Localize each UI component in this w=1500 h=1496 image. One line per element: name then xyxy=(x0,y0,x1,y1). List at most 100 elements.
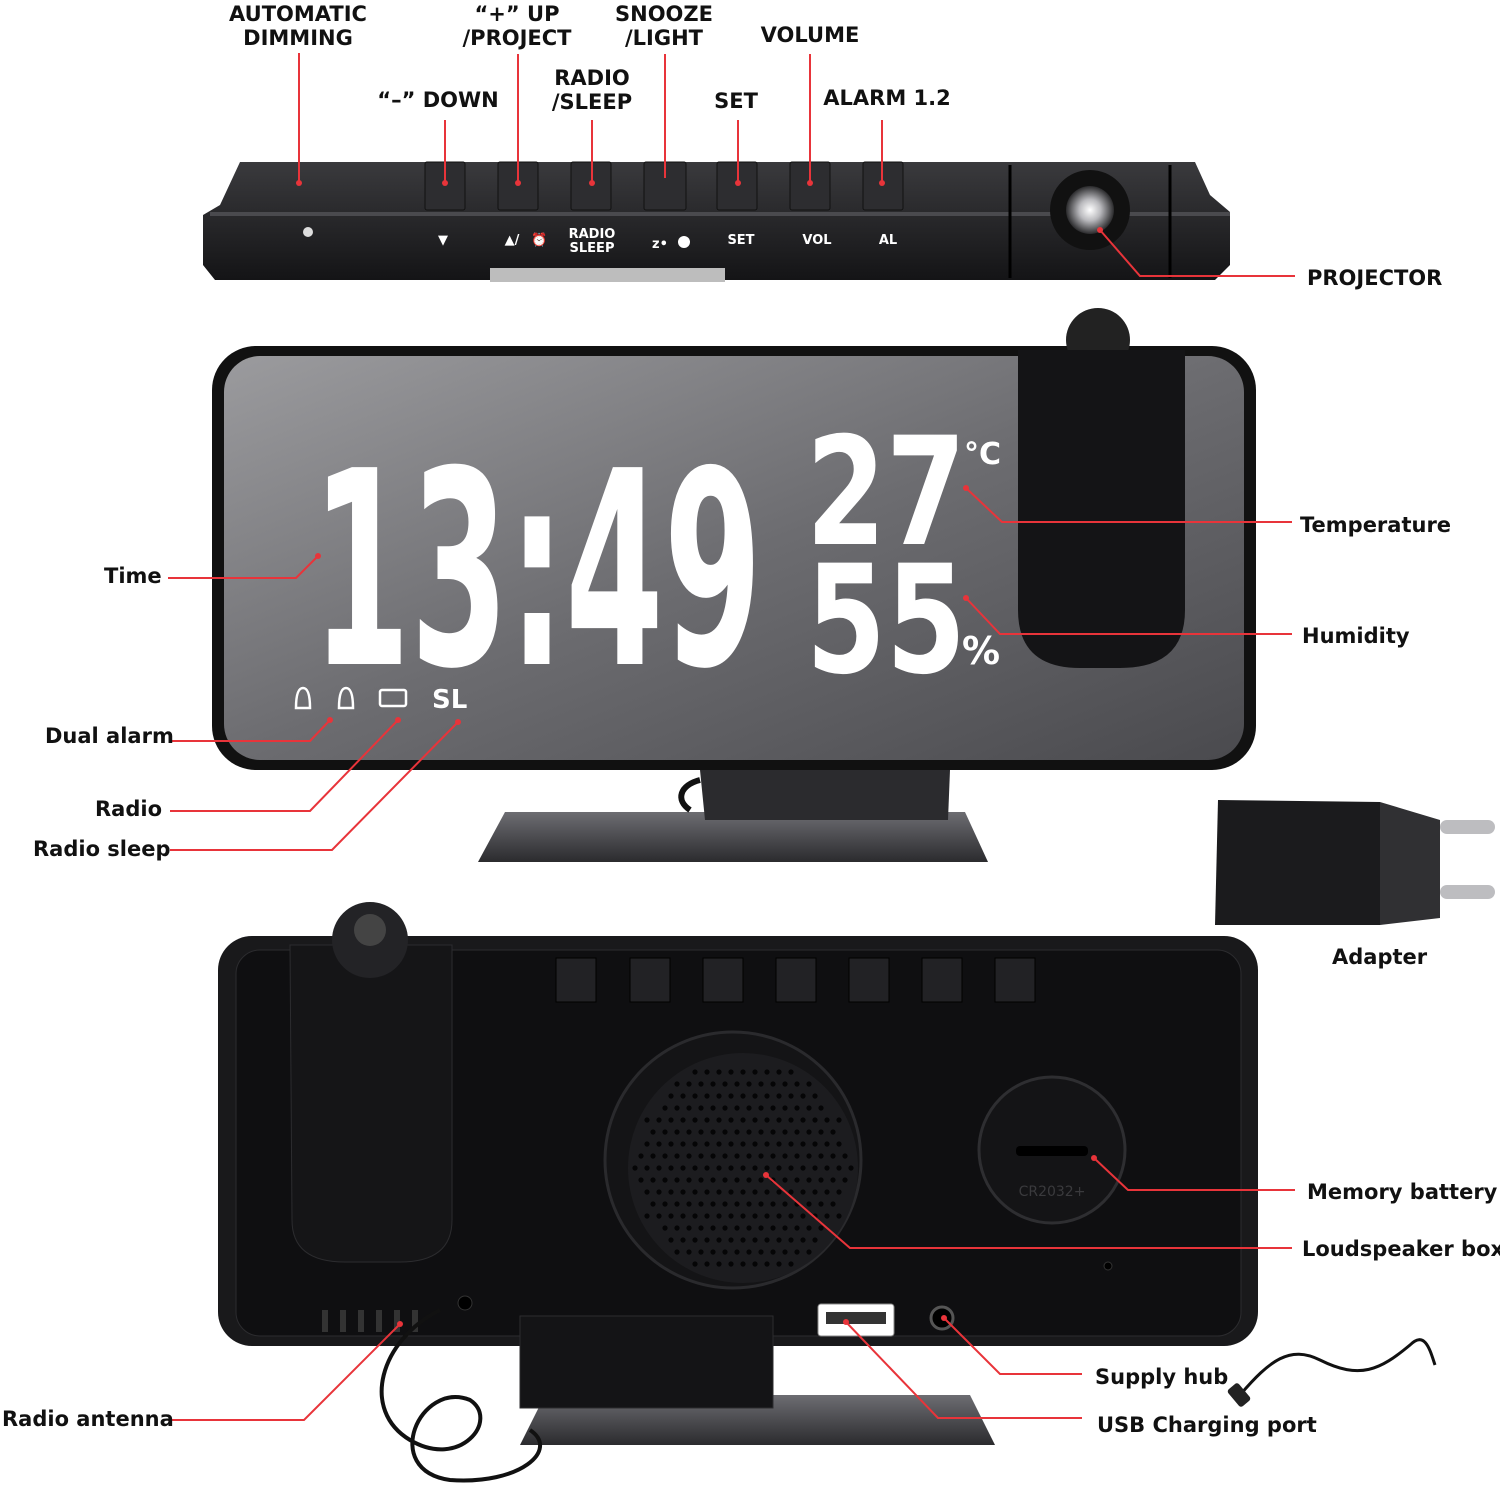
up-project-label: “+” UP /PROJECT xyxy=(463,2,572,50)
speaker-hole xyxy=(776,1213,782,1219)
speaker-hole xyxy=(662,1105,668,1111)
speaker-hole xyxy=(722,1177,728,1183)
speaker-hole xyxy=(746,1249,752,1255)
battery-text: CR2032+ xyxy=(1019,1184,1086,1200)
speaker-hole xyxy=(704,1141,710,1147)
alarm-clock-icon: ⏰ xyxy=(531,231,547,248)
speaker-hole xyxy=(770,1081,776,1087)
speaker-hole xyxy=(800,1093,806,1099)
speaker-hole xyxy=(770,1249,776,1255)
speaker-hole xyxy=(734,1105,740,1111)
radio-sleep-indicator-label: Radio sleep xyxy=(33,837,171,861)
al-key-label: AL xyxy=(879,233,897,248)
temperature-unit: °C xyxy=(964,437,1001,472)
back-button-3 xyxy=(702,957,744,1003)
speaker-hole xyxy=(710,1177,716,1183)
speaker-hole xyxy=(644,1213,650,1219)
speaker-hole xyxy=(722,1081,728,1087)
speaker-hole xyxy=(794,1225,800,1231)
speaker-hole xyxy=(686,1249,692,1255)
speaker-hole xyxy=(806,1153,812,1159)
speaker-hole xyxy=(644,1141,650,1147)
speaker-hole xyxy=(692,1093,698,1099)
speaker-hole xyxy=(836,1189,842,1195)
speaker-hole xyxy=(740,1117,746,1123)
speaker-hole xyxy=(656,1213,662,1219)
speaker-hole xyxy=(818,1177,824,1183)
speaker-hole xyxy=(680,1165,686,1171)
automatic-dimming-line-2: DIMMING xyxy=(243,26,353,50)
speaker-hole xyxy=(686,1177,692,1183)
speaker-hole xyxy=(806,1225,812,1231)
speaker-hole xyxy=(740,1141,746,1147)
speaker-hole xyxy=(668,1213,674,1219)
speaker-hole xyxy=(788,1189,794,1195)
speaker-hole xyxy=(674,1225,680,1231)
loudspeaker-label: Loudspeaker box xyxy=(1302,1237,1500,1261)
speaker-hole xyxy=(674,1177,680,1183)
speaker-hole xyxy=(806,1129,812,1135)
speaker-hole xyxy=(752,1165,758,1171)
adapter-body xyxy=(1215,800,1380,925)
speaker-hole xyxy=(668,1237,674,1243)
speaker-hole xyxy=(764,1189,770,1195)
speaker-hole xyxy=(686,1225,692,1231)
speaker-hole xyxy=(740,1093,746,1099)
speaker-hole xyxy=(800,1165,806,1171)
speaker-hole xyxy=(770,1105,776,1111)
leader-supply-hub xyxy=(943,1317,1082,1375)
speaker-hole xyxy=(650,1129,656,1135)
speaker-hole xyxy=(812,1141,818,1147)
top-view: ▼ ▲/ ⏰ RADIO SLEEP z• SET VOL AL xyxy=(203,161,1230,282)
speaker-hole xyxy=(824,1117,830,1123)
speaker-hole xyxy=(638,1177,644,1183)
speaker-hole xyxy=(764,1165,770,1171)
speaker-hole xyxy=(812,1165,818,1171)
speaker-hole xyxy=(758,1225,764,1231)
speaker-hole xyxy=(716,1213,722,1219)
speaker-hole xyxy=(728,1069,734,1075)
speaker-hole xyxy=(710,1225,716,1231)
speaker-hole xyxy=(656,1117,662,1123)
speaker-hole xyxy=(692,1069,698,1075)
speaker-hole xyxy=(818,1153,824,1159)
speaker-holes xyxy=(632,1069,854,1267)
light-line: /LIGHT xyxy=(624,26,704,50)
speaker-hole xyxy=(698,1105,704,1111)
speaker-hole xyxy=(728,1213,734,1219)
speaker-hole xyxy=(758,1081,764,1087)
speaker-hole xyxy=(806,1177,812,1183)
back-stand xyxy=(519,1315,774,1409)
speaker-hole xyxy=(788,1237,794,1243)
speaker-hole xyxy=(770,1129,776,1135)
speaker-hole xyxy=(776,1141,782,1147)
speaker-hole xyxy=(656,1189,662,1195)
speaker-hole xyxy=(674,1129,680,1135)
speaker-hole xyxy=(692,1213,698,1219)
vent-slot xyxy=(376,1310,382,1332)
speaker-hole xyxy=(674,1249,680,1255)
radio-antenna-label: Radio antenna xyxy=(2,1407,174,1431)
speaker-hole xyxy=(716,1261,722,1267)
power-plug xyxy=(1227,1383,1251,1407)
speaker-hole xyxy=(698,1153,704,1159)
light-sensor-icon xyxy=(303,227,313,237)
speaker-hole xyxy=(758,1201,764,1207)
front-cable xyxy=(678,777,701,813)
speaker-hole xyxy=(716,1117,722,1123)
sleep-indicator: SL xyxy=(432,685,467,715)
speaker-hole xyxy=(704,1213,710,1219)
speaker-hole xyxy=(752,1261,758,1267)
speaker-hole xyxy=(728,1141,734,1147)
projector-arm xyxy=(1018,350,1185,668)
speaker-hole xyxy=(836,1213,842,1219)
speaker-hole xyxy=(644,1117,650,1123)
speaker-hole xyxy=(812,1189,818,1195)
speaker-hole xyxy=(704,1069,710,1075)
speaker-hole xyxy=(686,1129,692,1135)
speaker-hole xyxy=(698,1249,704,1255)
speaker-hole xyxy=(764,1237,770,1243)
speaker-hole xyxy=(824,1189,830,1195)
speaker-hole xyxy=(788,1165,794,1171)
